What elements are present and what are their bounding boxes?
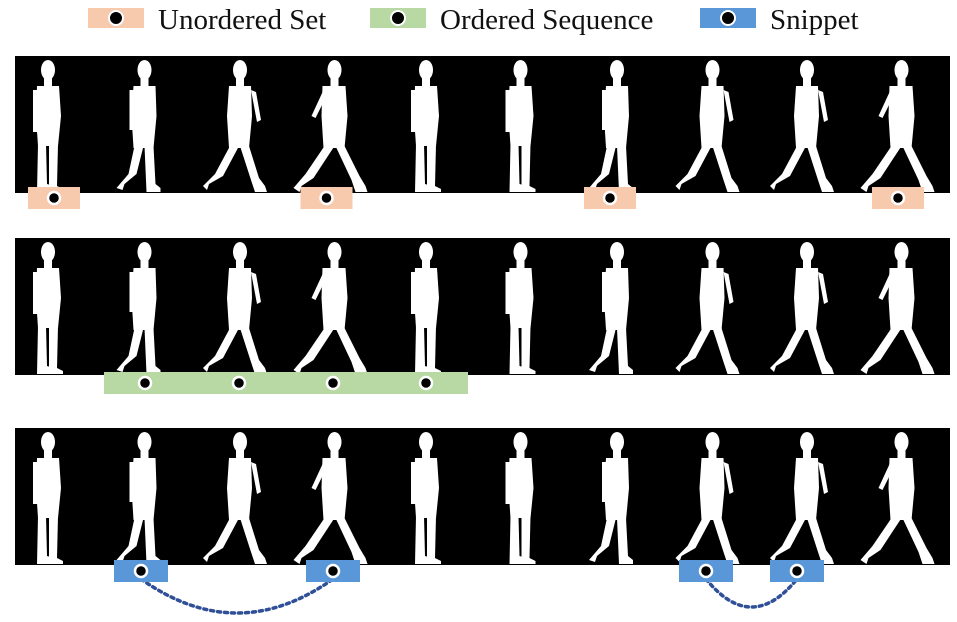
marker-dot-icon	[390, 10, 406, 26]
legend: Unordered Set Ordered Sequence Snippet	[0, 0, 957, 44]
silhouette-strip	[15, 238, 950, 375]
silhouette-strip	[15, 56, 950, 193]
marker-dot-icon	[325, 563, 341, 579]
unordered-set-swatch	[88, 8, 144, 28]
legend-item-unordered-set: Unordered Set	[88, 3, 358, 37]
snippet-link-curve	[139, 577, 335, 615]
legend-label: Unordered Set	[158, 4, 327, 36]
marker-dot-icon	[418, 375, 434, 391]
marker-dot-icon	[602, 190, 618, 206]
legend-item-snippet: Snippet	[700, 3, 880, 37]
marker-dot-icon	[720, 10, 736, 26]
snippet-swatch	[700, 8, 756, 28]
legend-label: Ordered Sequence	[440, 4, 654, 36]
marker-dot-icon	[698, 563, 714, 579]
marker-dot-icon	[46, 190, 62, 206]
marker-dot-icon	[789, 563, 805, 579]
legend-label: Snippet	[770, 4, 859, 36]
marker-dot-icon	[108, 10, 124, 26]
silhouette-strip	[15, 428, 950, 565]
marker-dot-icon	[133, 563, 149, 579]
marker-dot-icon	[137, 375, 153, 391]
frame-markers	[28, 187, 924, 615]
ordered-sequence-row	[15, 238, 950, 375]
marker-dot-icon	[325, 375, 341, 391]
ordered-sequence-bar	[104, 372, 468, 394]
marker-dot-icon	[319, 190, 334, 206]
marker-dot-icon	[890, 190, 906, 206]
snippet-row	[15, 428, 950, 565]
ordered-sequence-swatch	[370, 8, 426, 28]
silhouette-rows	[15, 56, 950, 565]
legend-item-ordered-sequence: Ordered Sequence	[370, 3, 680, 37]
snippet-link-curve	[704, 577, 799, 609]
marker-dot-icon	[231, 375, 247, 391]
unordered-set-row	[15, 56, 950, 193]
